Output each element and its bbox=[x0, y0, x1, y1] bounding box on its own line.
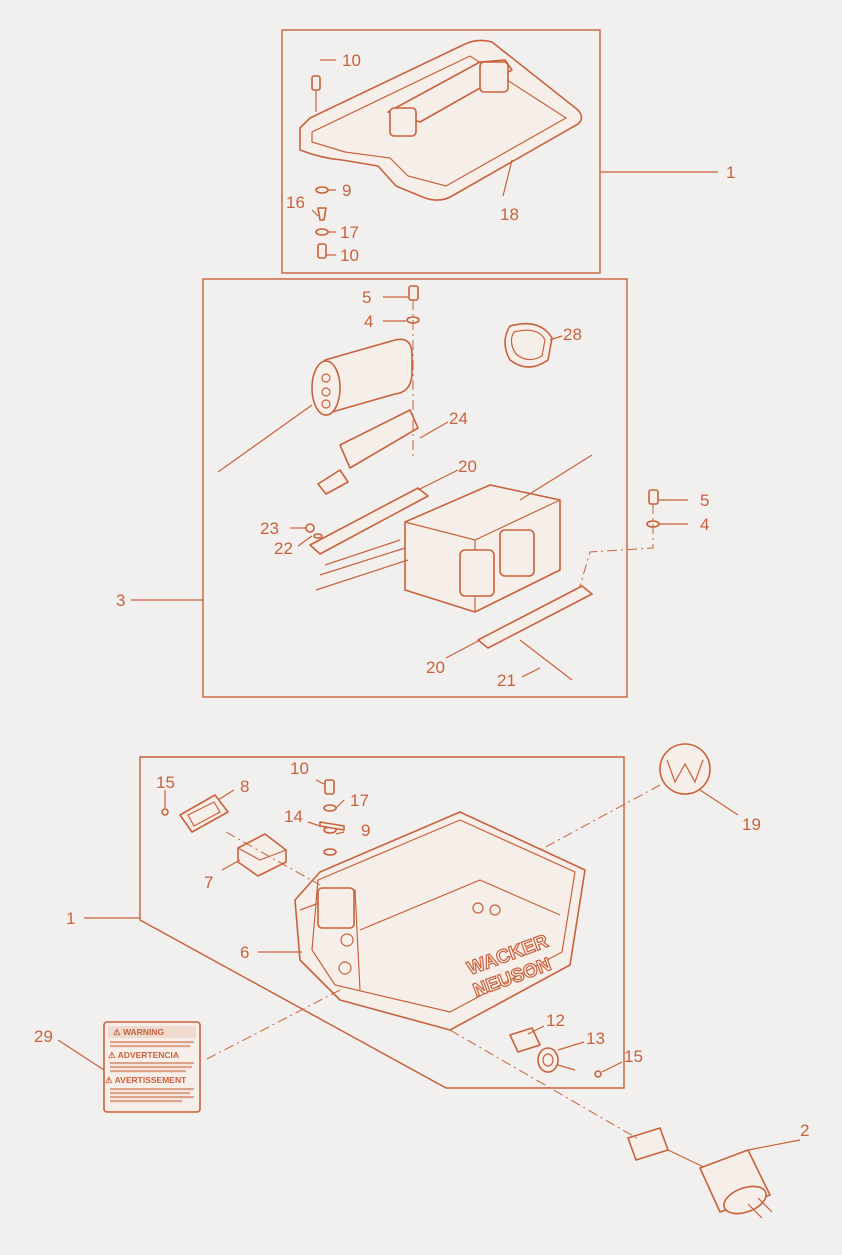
callout-4-right: 4 bbox=[700, 515, 709, 534]
callout-17-cover: 17 bbox=[340, 223, 359, 242]
control-box-assembly-box bbox=[139, 756, 625, 1089]
advertencia-heading: ⚠ ADVERTENCIA bbox=[108, 1050, 179, 1060]
callout-24: 24 bbox=[449, 409, 468, 428]
centerline bbox=[579, 504, 654, 587]
centerline bbox=[449, 1029, 641, 1141]
callout-14: 14 bbox=[284, 807, 303, 826]
callout-29: 29 bbox=[34, 1027, 53, 1046]
cover-plate bbox=[299, 39, 583, 201]
callout-19: 19 bbox=[742, 815, 761, 834]
callout-15-left: 15 bbox=[156, 773, 175, 792]
callout-2: 2 bbox=[800, 1121, 809, 1140]
callout-18: 18 bbox=[500, 205, 519, 224]
centerline bbox=[225, 831, 321, 886]
transformer bbox=[404, 484, 561, 613]
callout-10-box: 10 bbox=[290, 759, 309, 778]
cover-assembly-box bbox=[281, 29, 601, 274]
callout-labels: 10 1 9 16 17 10 18 5 4 28 24 20 23 22 5 … bbox=[34, 51, 809, 1140]
callout-9-cover: 9 bbox=[342, 181, 351, 200]
callout-5-top: 5 bbox=[362, 288, 371, 307]
leader-lines bbox=[57, 59, 801, 1151]
switch-and-boot bbox=[179, 794, 287, 877]
centerline bbox=[204, 989, 341, 1061]
callout-16: 16 bbox=[286, 193, 305, 212]
callout-20-top: 20 bbox=[458, 457, 477, 476]
callout-9-box: 9 bbox=[361, 821, 370, 840]
warning-heading: ⚠ WARNING bbox=[113, 1027, 164, 1037]
callout-1-box: 1 bbox=[66, 909, 75, 928]
electrical-assembly-box bbox=[202, 278, 628, 698]
callout-22: 22 bbox=[274, 539, 293, 558]
callout-1-cover: 1 bbox=[726, 163, 735, 182]
callout-5-right: 5 bbox=[700, 491, 709, 510]
receptacle-parts bbox=[509, 1027, 576, 1073]
callout-8: 8 bbox=[240, 777, 249, 796]
callout-13: 13 bbox=[586, 1029, 605, 1048]
box-hardware bbox=[161, 779, 602, 1078]
callout-12: 12 bbox=[546, 1011, 565, 1030]
callout-3: 3 bbox=[116, 591, 125, 610]
callout-10-cover-bottom: 10 bbox=[340, 246, 359, 265]
centerline bbox=[539, 784, 661, 851]
callout-10-cover-top: 10 bbox=[342, 51, 361, 70]
warning-decal: ⚠ WARNING ⚠ ADVERTENCIA ⚠ AVERTISSEMENT bbox=[103, 1021, 201, 1113]
callout-28: 28 bbox=[563, 325, 582, 344]
callout-21: 21 bbox=[497, 671, 516, 690]
callout-23: 23 bbox=[260, 519, 279, 538]
avertissement-heading: ⚠ AVERTISSEMENT bbox=[105, 1075, 187, 1085]
power-cord-plug bbox=[627, 1127, 773, 1219]
control-box-tub: WACKER NEUSON bbox=[294, 811, 586, 1031]
rod-and-wire bbox=[519, 454, 593, 681]
brand-decal bbox=[659, 743, 711, 795]
callout-6: 6 bbox=[240, 943, 249, 962]
cover-hardware bbox=[311, 75, 329, 259]
callout-17-box: 17 bbox=[350, 791, 369, 810]
callout-4-top: 4 bbox=[364, 312, 373, 331]
capacitor bbox=[217, 338, 413, 473]
callout-20-bottom: 20 bbox=[426, 658, 445, 677]
retainer-strap bbox=[504, 322, 553, 368]
mounting-rails bbox=[309, 487, 593, 649]
capacitor-bracket bbox=[317, 409, 419, 495]
callout-15-right: 15 bbox=[624, 1047, 643, 1066]
callout-7: 7 bbox=[204, 873, 213, 892]
